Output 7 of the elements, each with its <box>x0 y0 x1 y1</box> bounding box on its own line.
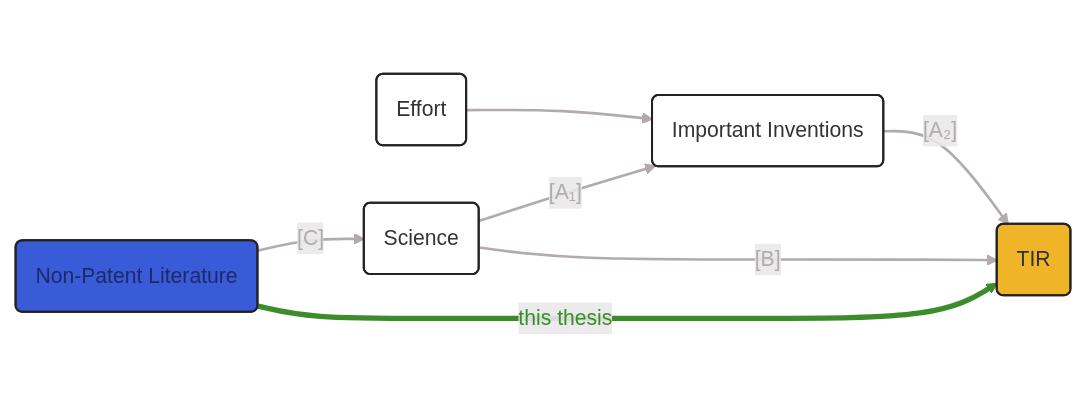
arrow <box>478 163 657 223</box>
arrow <box>883 129 1009 225</box>
edge-label: [A₁] <box>548 180 582 204</box>
edge-label: [A₂] <box>922 118 958 142</box>
edge-label: [C] <box>297 226 325 249</box>
edge-label: [B] <box>754 247 781 271</box>
edge-label: this thesis <box>518 306 613 329</box>
